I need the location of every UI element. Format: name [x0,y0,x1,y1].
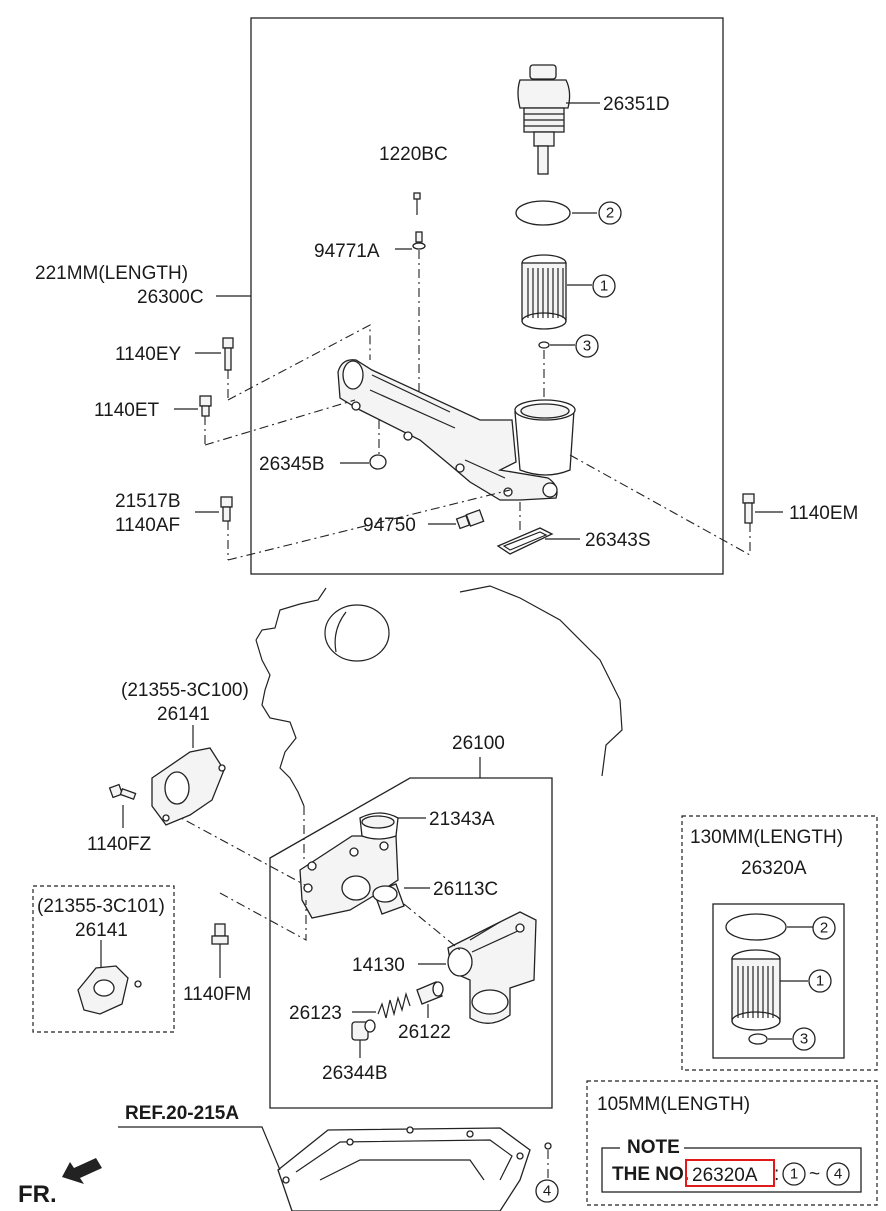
seal-21343a-part [359,812,399,840]
spring-26123-part [377,991,411,1019]
label-1140fz: 1140FZ [87,834,151,855]
label-1140fm: 1140FM [183,984,251,1005]
label-26141-b: 26141 [75,920,128,941]
engine-block-outline [255,585,623,807]
note-part-number: 26320A [692,1165,758,1186]
plug-26345b-part [369,454,387,470]
label-21355-3c100: (21355-3C100) [121,680,249,701]
callout-1-top: 1 [592,274,616,298]
filter-cap-part [517,64,571,175]
note-105mm-box [586,1080,878,1206]
elbow-14130-part [447,911,537,1024]
front-arrow-icon [62,1158,102,1184]
bolt-1140fm-part [211,923,229,945]
svg-text:1: 1 [600,278,608,295]
washer-94771a-part [412,231,426,250]
kit-filter-element-part [731,949,781,1031]
label-1140et: 1140ET [94,400,160,421]
note-part-highlight [685,1159,775,1187]
note-tilde: ~ [809,1164,820,1185]
note-callout-from: 1 [782,1162,806,1186]
label-21355-3c101: (21355-3C101) [37,896,165,917]
kit-seal-part [748,1033,768,1045]
plug-26344b-part [351,1019,376,1041]
sleeve-26113c-part [372,883,405,915]
note-box [601,1147,862,1193]
svg-text:4: 4 [834,1166,842,1183]
drain-bolt-part [544,1142,552,1150]
label-26113c: 26113C [433,879,498,900]
small-seal-part [538,341,550,349]
o-ring-part [515,200,571,226]
callout-4-pan: 4 [535,1179,559,1203]
svg-text:2: 2 [606,205,614,222]
label-26300c: 26300C [137,287,204,308]
note-separator: : [774,1164,779,1185]
sensor-94750-part [455,509,485,530]
label-1140ey: 1140EY [115,344,182,365]
bolt-1140af-part [220,496,233,522]
filter-element-part [521,254,567,330]
svg-text:2: 2 [820,920,828,937]
label-105mm-length: 105MM(LENGTH) [597,1094,750,1115]
filter-130mm-box [681,815,878,1071]
gasket-26343s-part [496,527,554,555]
plunger-26122-part [416,981,444,1005]
label-21343a: 21343A [429,809,495,830]
bolt-1140fz-part [108,783,137,801]
oil-pump-box [269,777,553,1109]
oil-pan-part [277,1126,531,1211]
timing-cover-26141-b-part [77,965,142,1015]
label-1140em: 1140EM [789,503,858,524]
bolt-1140et-part [199,395,212,417]
label-221mm-length: 221MM(LENGTH) [35,263,188,284]
label-26345b: 26345B [259,454,325,475]
label-1220bc: 1220BC [379,144,448,165]
filter-kit-box [712,903,845,1059]
svg-text:3: 3 [800,1031,808,1048]
svg-text:1: 1 [816,973,824,990]
bolt-1140ey-part [222,337,234,371]
label-ref-20-215a: REF.20-215A [125,1103,239,1124]
label-94771a: 94771A [314,241,380,262]
note-prefix: THE NO. [612,1164,689,1185]
timing-cover-26141-a-part [151,747,226,826]
label-26141-a: 26141 [157,704,210,725]
callout-3-top: 3 [575,334,599,358]
label-fr: FR. [18,1181,57,1208]
label-21517b: 21517B [115,491,181,512]
callout-2-top: 2 [598,201,622,225]
callout-1-kit: 1 [808,969,832,993]
label-26343s: 26343S [585,530,651,551]
bolt-1140em-part [742,493,755,524]
callout-2-kit: 2 [812,916,836,940]
svg-text:4: 4 [543,1183,551,1200]
note-title: NOTE [627,1137,680,1158]
label-26320a: 26320A [741,858,807,879]
svg-text:1: 1 [790,1166,798,1183]
label-26351d: 26351D [603,94,670,115]
kit-o-ring-part [725,913,787,941]
label-1140af: 1140AF [115,515,180,536]
label-26100: 26100 [452,733,505,754]
svg-text:3: 3 [583,338,591,355]
filter-housing-part [337,359,576,501]
label-26123: 26123 [289,1003,342,1024]
note-title-bg [620,1136,684,1156]
bolt-1220bc-part [413,192,421,215]
label-130mm-length: 130MM(LENGTH) [690,827,843,848]
label-26344b: 26344B [322,1063,388,1084]
label-14130: 14130 [352,955,405,976]
callout-3-kit: 3 [792,1027,816,1051]
alt-cover-box [32,885,175,1033]
oil-adapter-part [299,835,399,919]
label-94750: 94750 [363,515,416,536]
note-callout-to: 4 [826,1162,850,1186]
label-26122: 26122 [398,1022,451,1043]
